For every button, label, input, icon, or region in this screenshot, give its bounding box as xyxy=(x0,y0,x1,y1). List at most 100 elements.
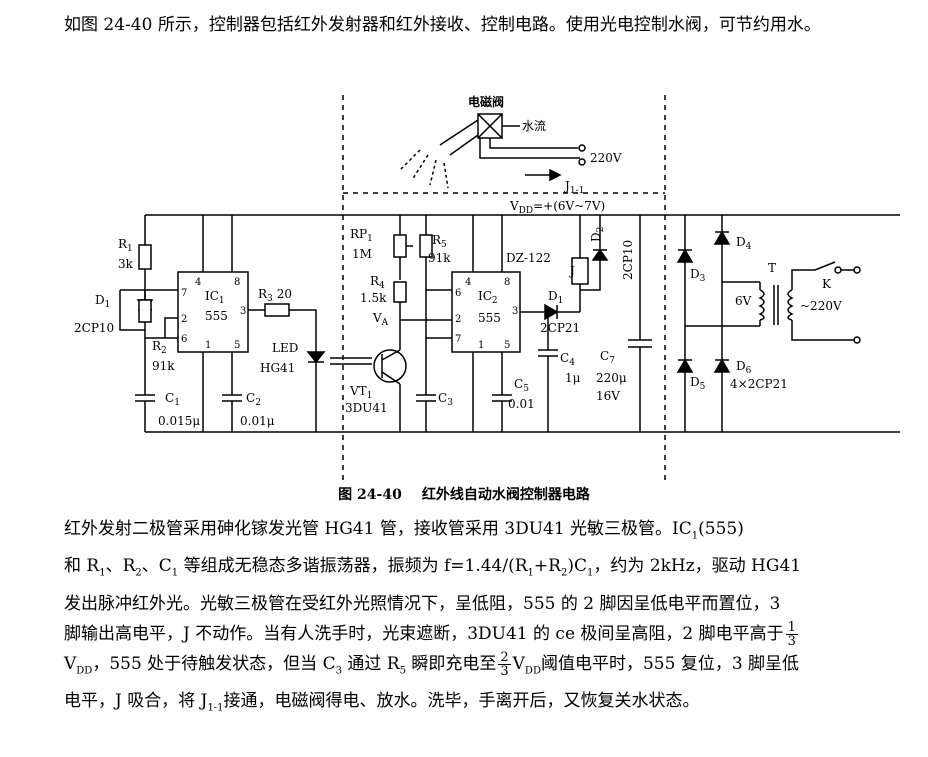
va-label: VA xyxy=(372,311,389,328)
bridge-diode-type: 4×2CP21 xyxy=(730,377,788,391)
vdd-label: VDD=+(6V~7V) xyxy=(509,199,605,216)
water-label: 水流 xyxy=(522,119,546,133)
mains-voltage: ~220V xyxy=(800,299,842,313)
circuit-diagram: 电磁阀 水流 220V J1-1 VDD=+(6V~7V) R1 3k D1 2… xyxy=(74,94,900,480)
intro-paragraph: 如图 24-40 所示，控制器包括红外发射器和红外接收、控制电路。使用光电控制水… xyxy=(64,10,914,40)
relay-contact-label: J1-1 xyxy=(563,179,584,196)
mains-top-label: 220V xyxy=(590,151,622,165)
transformer-secondary xyxy=(758,289,765,321)
rp1-label: RP1 xyxy=(350,227,373,244)
switch-k xyxy=(814,261,836,271)
body-line: 发出脉冲红外光。光敏三极管在受红外光照情况下，呈低阻，555 的 2 脚因呈低电… xyxy=(64,589,914,619)
ic1-pin2: 2 xyxy=(181,314,187,325)
body-text: V xyxy=(64,653,77,674)
intro-text: 如图 24-40 所示，控制器包括红外发射器和红外接收、控制电路。使用光电控制水… xyxy=(64,15,821,35)
c1-label: C1 xyxy=(165,391,180,408)
body-text: )C xyxy=(567,556,587,577)
body-text: 电平，J 吸合，将 J xyxy=(64,691,208,712)
d6-diode xyxy=(713,358,731,373)
subscript: 2 xyxy=(135,567,142,579)
c2-value: 0.01μ xyxy=(240,414,275,428)
r2-value: 91k xyxy=(152,359,175,373)
ic2-type: 555 xyxy=(478,311,501,325)
r3-resistor xyxy=(264,303,290,317)
c3-capacitor xyxy=(416,394,436,402)
body-text: 等组成无稳态多谐振荡器，振频为 f=1.44/(R xyxy=(178,556,528,577)
c4-capacitor xyxy=(538,349,558,357)
subscript: DD xyxy=(76,665,93,677)
ic2-pin8: 8 xyxy=(504,277,510,288)
ic1-type: 555 xyxy=(205,309,228,323)
c7-capacitor xyxy=(628,339,652,348)
d6-label: D6 xyxy=(736,359,752,376)
ir-beam xyxy=(330,357,372,365)
relay-type: DZ-122 xyxy=(506,251,551,265)
c7-label: C7 xyxy=(600,349,615,366)
d2-label: D2 xyxy=(589,227,606,242)
body-text: 瞬即充电至 xyxy=(405,653,497,674)
d1b-label: D1 xyxy=(548,289,563,306)
d1b-type: 2CP21 xyxy=(540,321,580,335)
d1b-diode xyxy=(544,303,559,321)
body-paragraph: 红外发射二极管采用砷化镓发光管 HG41 管，接收管采用 3DU41 光敏三极管… xyxy=(64,514,914,724)
body-text: V xyxy=(512,653,525,674)
transformer-primary xyxy=(787,289,794,321)
body-text: 脚输出高电平，J 不动作。当有人洗手时，光束遮断，3DU41 的 ce 极间呈高… xyxy=(64,623,784,644)
led-label: LED xyxy=(272,341,298,355)
secondary-voltage: 6V xyxy=(735,294,752,308)
d5-diode xyxy=(676,358,694,373)
body-text: ，约为 2kHz，驱动 HG41 xyxy=(593,556,802,577)
c4-label: C4 xyxy=(560,351,575,368)
c2-label: C2 xyxy=(246,391,261,408)
body-text: (555) xyxy=(698,519,744,539)
r1-label: R1 xyxy=(118,237,133,254)
c4-value: 1μ xyxy=(565,371,581,385)
body-text: ，555 处于待触发状态，但当 C xyxy=(92,653,336,674)
ic1-label: IC1 xyxy=(205,289,225,306)
valve-label: 电磁阀 xyxy=(468,94,504,109)
subscript: 1 xyxy=(527,567,534,579)
subscript: 3 xyxy=(335,665,342,677)
body-text: 接通，电磁阀得电、放水。洗毕，手离开后，又恢复关水状态。 xyxy=(223,691,700,712)
ic2-pin2: 2 xyxy=(455,314,461,325)
r5-label: R5 xyxy=(432,233,447,250)
d4-label: D4 xyxy=(736,235,752,252)
ic1-pin7: 7 xyxy=(181,288,187,299)
ic1-pin1: 1 xyxy=(205,340,211,351)
c1-value: 0.015μ xyxy=(158,414,200,428)
relay-label: J xyxy=(568,264,575,278)
d1-label: D1 xyxy=(95,293,110,310)
body-line: 电平，J 吸合，将 J1-1接通，电磁阀得电、放水。洗毕，手离开后，又恢复关水状… xyxy=(64,686,914,723)
ic1-pin3: 3 xyxy=(240,306,246,317)
c5-value: 0.01 xyxy=(508,397,535,411)
d1-type: 2CP10 xyxy=(74,321,114,335)
d2-type: 2CP10 xyxy=(621,240,635,280)
led-diode xyxy=(306,351,326,364)
c2-capacitor xyxy=(222,394,242,402)
r4-resistor xyxy=(393,281,407,303)
subscript: 1 xyxy=(691,530,699,542)
rp1-value: 1M xyxy=(352,247,372,261)
transformer-core xyxy=(773,285,779,325)
water-spray xyxy=(399,149,449,189)
ic1-box xyxy=(177,271,249,353)
subscript: DD xyxy=(524,665,541,677)
figure-title: 红外线自动水阀控制器电路 xyxy=(421,487,590,503)
body-line: 和 R1、R2、C1 等组成无稳态多谐振荡器，振频为 f=1.44/(R1+R2… xyxy=(64,551,914,588)
ic2-pin4: 4 xyxy=(465,277,471,288)
body-line: 红外发射二极管采用砷化镓发光管 HG41 管，接收管采用 3DU41 光敏三极管… xyxy=(64,514,914,551)
vt1-label: VT1 xyxy=(349,384,372,401)
d3-diode xyxy=(676,248,694,263)
ic1-pin8: 8 xyxy=(234,277,240,288)
r5-value: 91k xyxy=(428,251,451,265)
r1-value: 3k xyxy=(118,257,134,271)
r2-label: R2 xyxy=(152,339,167,356)
vt1-type: 3DU41 xyxy=(345,401,388,415)
body-text: 阈值电平时，555 复位，3 脚呈低 xyxy=(540,653,800,674)
body-text: 红外发射二极管采用砷化镓发光管 HG41 管，接收管采用 3DU41 光敏三极管… xyxy=(64,519,692,539)
led-type: HG41 xyxy=(260,361,295,375)
